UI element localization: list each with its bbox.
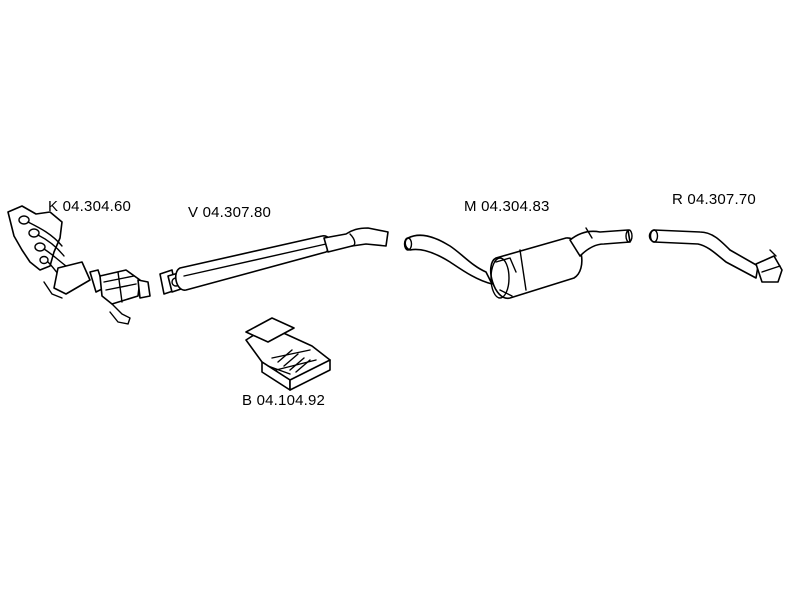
label-front-silencer: V 04.307.80 [188,204,272,221]
mounting-kit-box-icon[interactable] [245,317,331,391]
label-rear-pipe: R 04.307.70 [672,191,756,208]
label-manifold: K 04.304.60 [48,198,132,215]
label-mounting-kit: B 04.104.92 [242,392,326,409]
label-middle-silencer: M 04.304.83 [464,198,550,215]
middle-silencer-icon[interactable] [403,227,633,299]
exhaust-manifold-catalyst-icon[interactable] [7,205,151,325]
rear-tail-pipe-icon[interactable] [648,229,783,283]
front-silencer-icon[interactable] [159,227,389,295]
